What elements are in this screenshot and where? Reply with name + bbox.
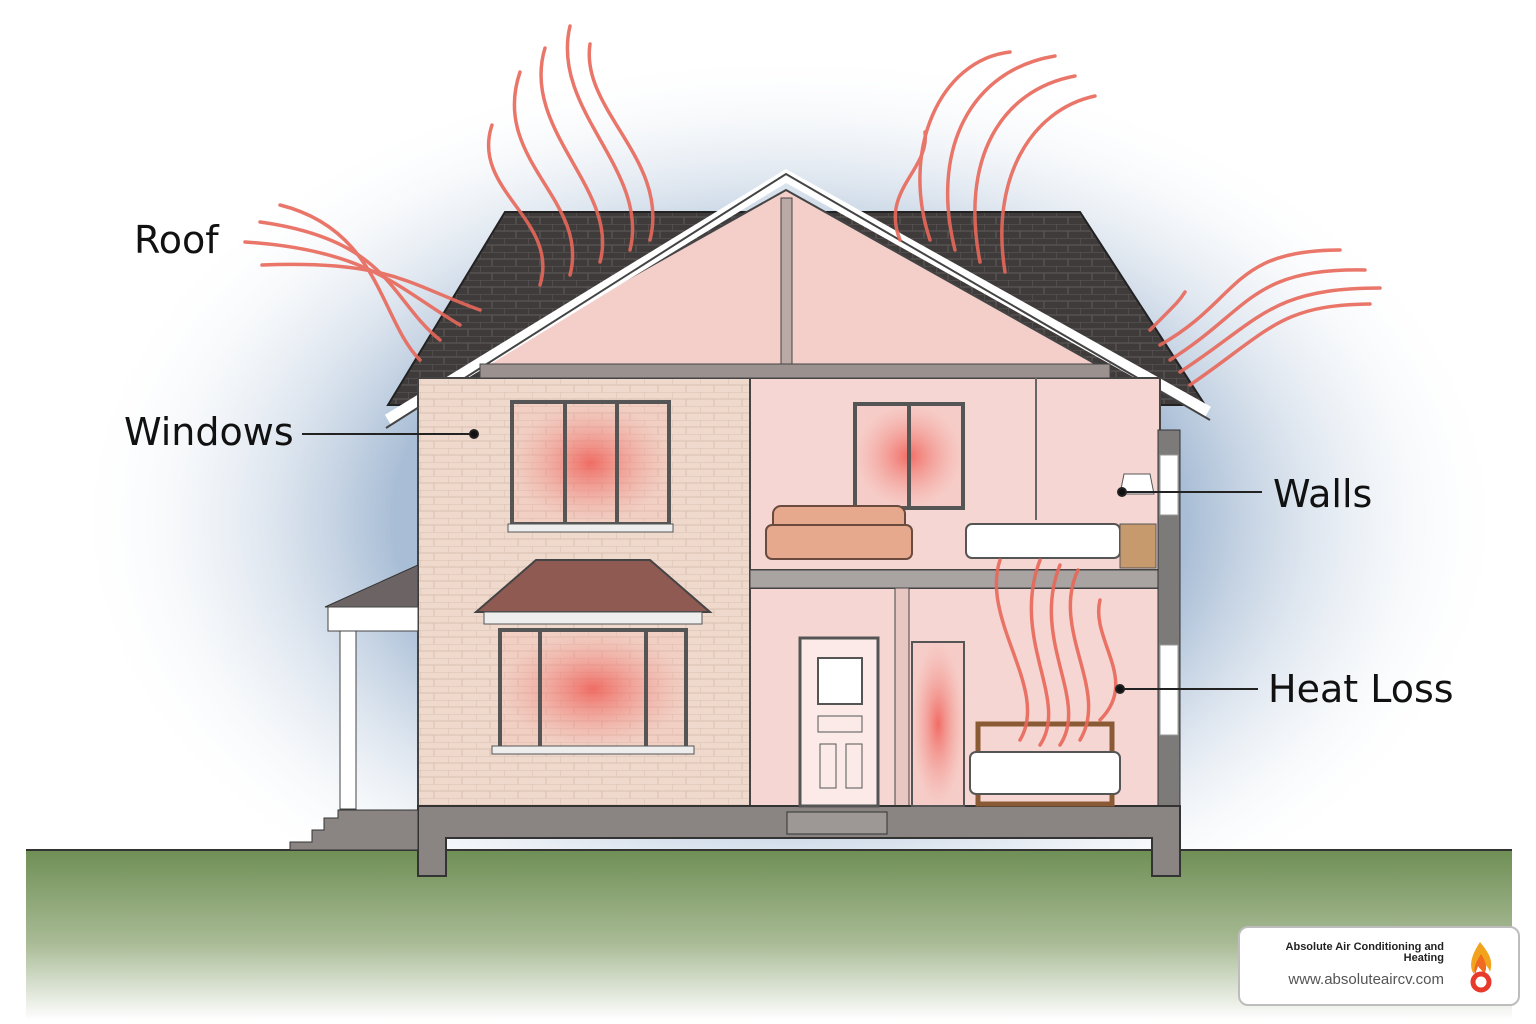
- roof-label: Roof: [134, 218, 219, 262]
- heat-arrow: [486, 123, 545, 287]
- foundation: [417, 805, 1181, 877]
- roof-trim-outline: [385, 172, 1211, 429]
- heat-arrow: [1049, 563, 1071, 747]
- interior-door: [911, 641, 965, 807]
- heat-arrow: [1000, 94, 1097, 274]
- flame-icon: [1470, 942, 1492, 993]
- front-door: [798, 636, 880, 808]
- heat-arrow: [1148, 290, 1187, 332]
- heat-arrow: [587, 42, 655, 242]
- heat-loss-dot: [1115, 684, 1125, 694]
- heat-arrow: [945, 54, 1057, 252]
- heat-arrow: [565, 24, 635, 252]
- heat-arrow: [1029, 558, 1051, 747]
- company-name: Absolute Air Conditioning and Heating: [1285, 941, 1444, 964]
- interior-wall: [894, 587, 910, 807]
- lower-bed: [969, 721, 1121, 807]
- heat-arrow: [1096, 598, 1118, 722]
- bay-window: [473, 559, 713, 755]
- company-logo-badge: Absolute Air Conditioning and Heating ww…: [1238, 926, 1520, 1006]
- roof-trim: [384, 169, 1211, 426]
- porch-beam: [327, 606, 419, 632]
- wall-panel: [1159, 454, 1179, 516]
- upper-bed: [965, 473, 1157, 569]
- upper-left-window: [507, 400, 674, 533]
- heat-arrow: [973, 74, 1077, 264]
- heat-arrow: [1178, 286, 1382, 374]
- heat-arrow: [1188, 302, 1372, 387]
- heat-arrow: [260, 262, 482, 312]
- walls-dot: [1117, 487, 1127, 497]
- floor-slab: [749, 569, 1161, 589]
- heat-arrows: [243, 24, 1382, 747]
- heat-arrow: [1068, 568, 1091, 742]
- porch-column: [339, 630, 357, 810]
- heat-arrow: [278, 203, 422, 362]
- sofa: [765, 505, 913, 560]
- leader-lines: [302, 429, 1262, 694]
- heat-arrow: [539, 46, 605, 264]
- heat-arrow: [994, 558, 1030, 742]
- heat-arrow: [512, 70, 575, 277]
- heat-loss-label: Heat Loss: [1268, 667, 1454, 711]
- heat-arrow: [1158, 248, 1342, 347]
- basement-step: [786, 811, 888, 835]
- company-url: www.absoluteaircv.com: [1288, 971, 1444, 988]
- walls-label: Walls: [1273, 472, 1373, 516]
- porch-steps: [289, 809, 419, 851]
- attic-post: [780, 197, 793, 369]
- heat-arrow: [918, 50, 1012, 242]
- upper-right-window: [853, 402, 965, 510]
- heat-arrow: [1168, 268, 1367, 362]
- windows-dot: [469, 429, 479, 439]
- ceiling-beam: [479, 363, 1111, 379]
- windows-label: Windows: [124, 410, 294, 454]
